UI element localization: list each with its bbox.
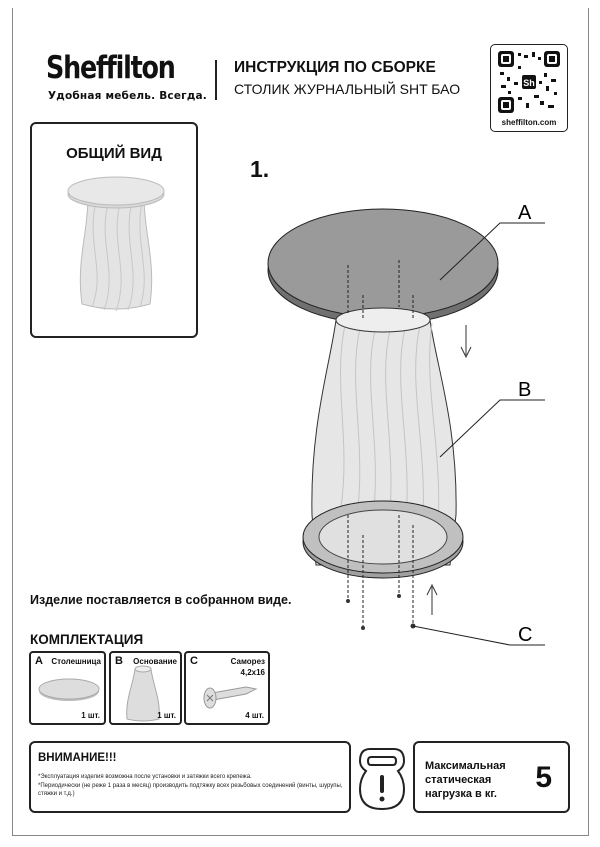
label-c: C (518, 624, 532, 646)
kit-qty: 4 шт. (245, 711, 264, 720)
warning-line: *Периодически (не реже 1 раза в месяц) п… (38, 783, 343, 797)
brand-tagline: Удобная мебель. Всегда. (48, 90, 207, 102)
max-load-value: 5 (535, 761, 552, 794)
divider (215, 60, 217, 100)
label-a: A (518, 202, 532, 224)
doc-title: ИНСТРУКЦИЯ ПО СБОРКЕ (234, 59, 436, 76)
assembly-diagram: A B C (267, 202, 545, 646)
base-image (126, 665, 160, 722)
qr-code[interactable]: Sh sheffilton.com (490, 44, 568, 132)
kit-qty: 1 шт. (81, 711, 100, 720)
step-number: 1. (250, 156, 270, 182)
overview-panel: ОБЩИЙ ВИД (30, 122, 198, 338)
page-frame (12, 8, 589, 836)
kettlebell-icon (358, 748, 406, 811)
max-load-label: Максимальная статическая нагрузка в кг. (425, 760, 506, 800)
kit-name: Саморез 4,2x16 (231, 656, 265, 678)
kit-qty: 1 шт. (157, 711, 176, 720)
max-load-panel: Максимальная статическая нагрузка в кг. … (413, 741, 570, 813)
kit-letter: B (115, 655, 123, 667)
kit-name: Столешница (51, 657, 101, 666)
website-url: sheffilton.com (501, 118, 557, 127)
kit-name: Основание (133, 657, 177, 666)
kit-letter: A (35, 655, 43, 667)
label-b: B (518, 379, 531, 401)
brand-logo: Sheffilton (46, 50, 176, 86)
warning-title: ВНИМАНИЕ!!! (38, 752, 117, 764)
kit-letter: C (190, 655, 198, 667)
overview-title: ОБЩИЙ ВИД (66, 145, 162, 162)
warning-line: *Эксплуатация изделия возможна после уст… (38, 774, 252, 780)
warning-panel: ВНИМАНИЕ!!! *Эксплуатация изделия возмож… (29, 741, 351, 813)
kit-item-base: B Основание 1 шт. (109, 651, 182, 725)
assembled-note: Изделие поставляется в собранном виде. (30, 593, 292, 607)
kit-item-screw: C Саморез 4,2x16 4 шт. (184, 651, 270, 725)
kit-size: 4,2x16 (240, 668, 265, 677)
kit-item-tabletop: A Столешница 1 шт. (29, 651, 106, 725)
screw-image (203, 686, 258, 709)
table-overview-image (67, 176, 165, 312)
doc-subtitle: СТОЛИК ЖУРНАЛЬНЫЙ SHT БАО (234, 81, 461, 97)
tabletop-image (38, 678, 100, 701)
kit-title: КОМПЛЕКТАЦИЯ (30, 632, 144, 647)
kit-name-text: Саморез (230, 657, 265, 666)
svg-text:Sh: Sh (523, 78, 535, 88)
qr-icon: Sh (498, 51, 560, 113)
